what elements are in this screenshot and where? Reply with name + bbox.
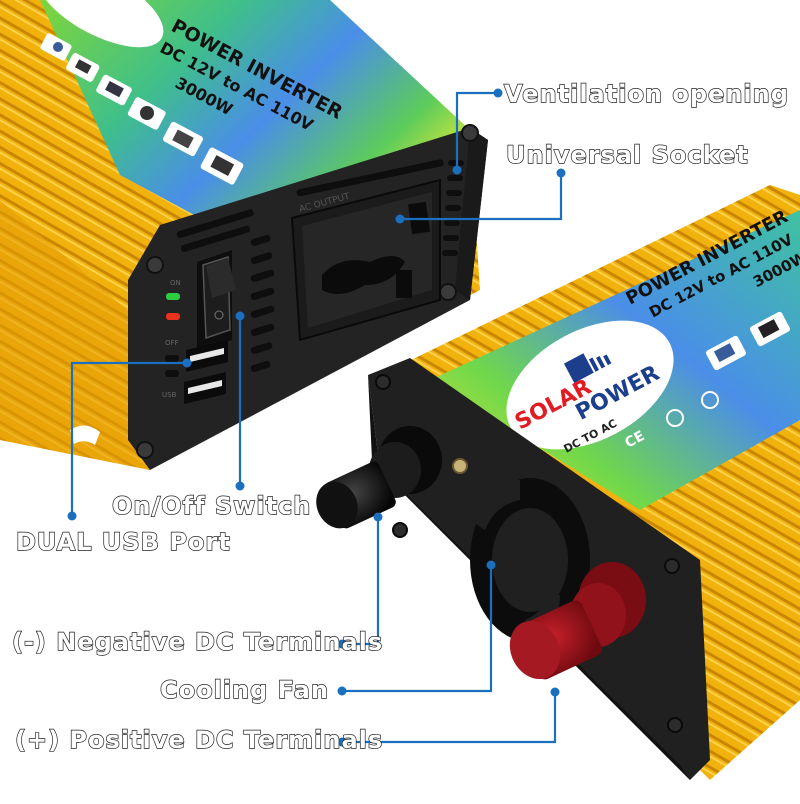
negative-leader	[342, 517, 380, 646]
fan-leader	[342, 565, 493, 693]
socket-leader	[400, 173, 563, 221]
usb-ports	[184, 340, 228, 404]
usb-label: USB	[162, 391, 177, 399]
callout-on-off-switch: On/Off Switch	[111, 492, 312, 520]
cooling-fan	[470, 478, 590, 642]
inverter-unit-1: POWER INVERTER DC 12V to AC 110V 3000W	[0, 0, 488, 470]
off-label: OFF	[165, 339, 179, 347]
callout-universal-socket: Universal Socket	[505, 141, 749, 169]
panel-screws	[136, 124, 479, 459]
positive-terminal	[509, 562, 646, 680]
appliance-icons	[40, 33, 244, 185]
recycle-icon	[666, 409, 684, 427]
globe-icon	[701, 391, 719, 409]
ventilation-slots	[165, 159, 464, 377]
brand-logo	[506, 320, 674, 450]
callout-positive-dc-terminals: (+) Positive DC Terminals	[14, 726, 384, 754]
callout-dual-usb-port: DUAL USB Port	[15, 528, 231, 556]
rocker-switch	[197, 250, 236, 350]
callout-dots	[67, 88, 566, 747]
callout-negative-dc-terminals: (-) Negative DC Terminals	[11, 628, 384, 656]
panel-screws-2	[375, 374, 683, 733]
callout-lines	[70, 91, 563, 744]
positive-leader	[342, 692, 557, 744]
callout-ventilation-opening: Ventilation opening	[503, 80, 789, 108]
on-label: ON	[170, 279, 181, 287]
on-led	[166, 293, 180, 300]
usb-leader	[70, 361, 187, 516]
off-led	[166, 313, 180, 320]
callout-cooling-fan: Cooling Fan	[159, 676, 329, 704]
inverter-unit-2: SOLAR POWER DC TO AC POWER INVERTER DC 1…	[316, 185, 800, 780]
ventilation-leader	[455, 91, 498, 170]
negative-terminal	[316, 426, 442, 529]
